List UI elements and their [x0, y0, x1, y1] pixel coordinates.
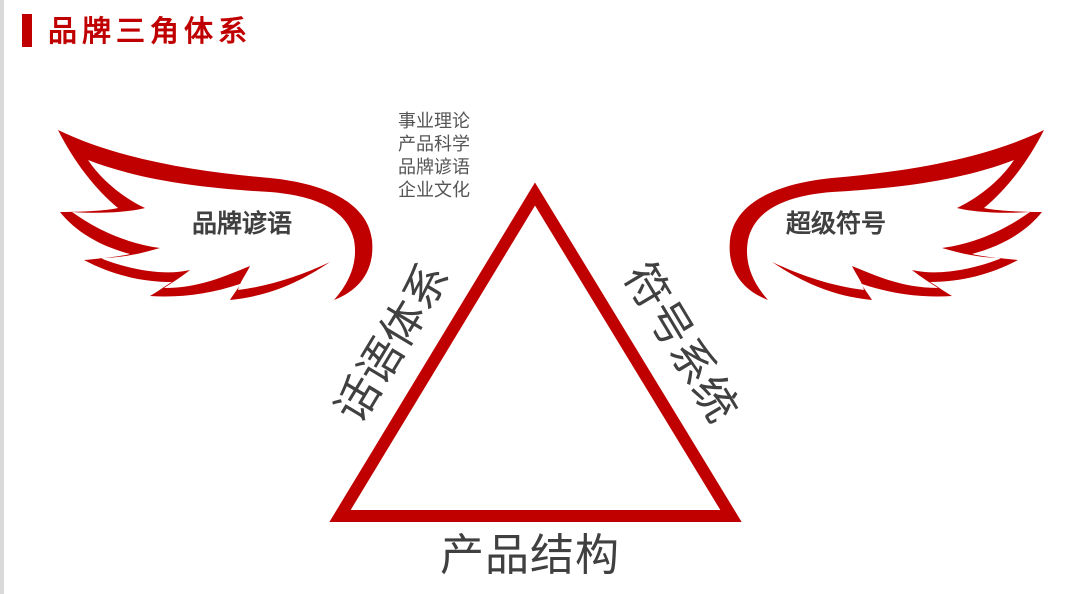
top-list-item: 企业文化: [398, 180, 470, 201]
left-wing-icon: [58, 130, 373, 300]
right-wing-icon: [729, 130, 1044, 300]
top-list-item: 品牌谚语: [398, 157, 470, 178]
top-list-item: 产品科学: [398, 134, 470, 155]
brand-triangle-shape: [329, 182, 742, 522]
bottom-label: 产品结构: [440, 530, 620, 581]
title-accent-bar: [22, 14, 32, 47]
top-list-item: 事业理论: [398, 111, 470, 132]
page-left-border: [0, 0, 4, 594]
left-wing-label: 品牌谚语: [192, 209, 293, 238]
right-wing-label: 超级符号: [786, 209, 887, 238]
top-list: 事业理论 产品科学 品牌谚语 企业文化: [398, 110, 470, 202]
page-title: 品牌三角体系: [48, 14, 253, 48]
